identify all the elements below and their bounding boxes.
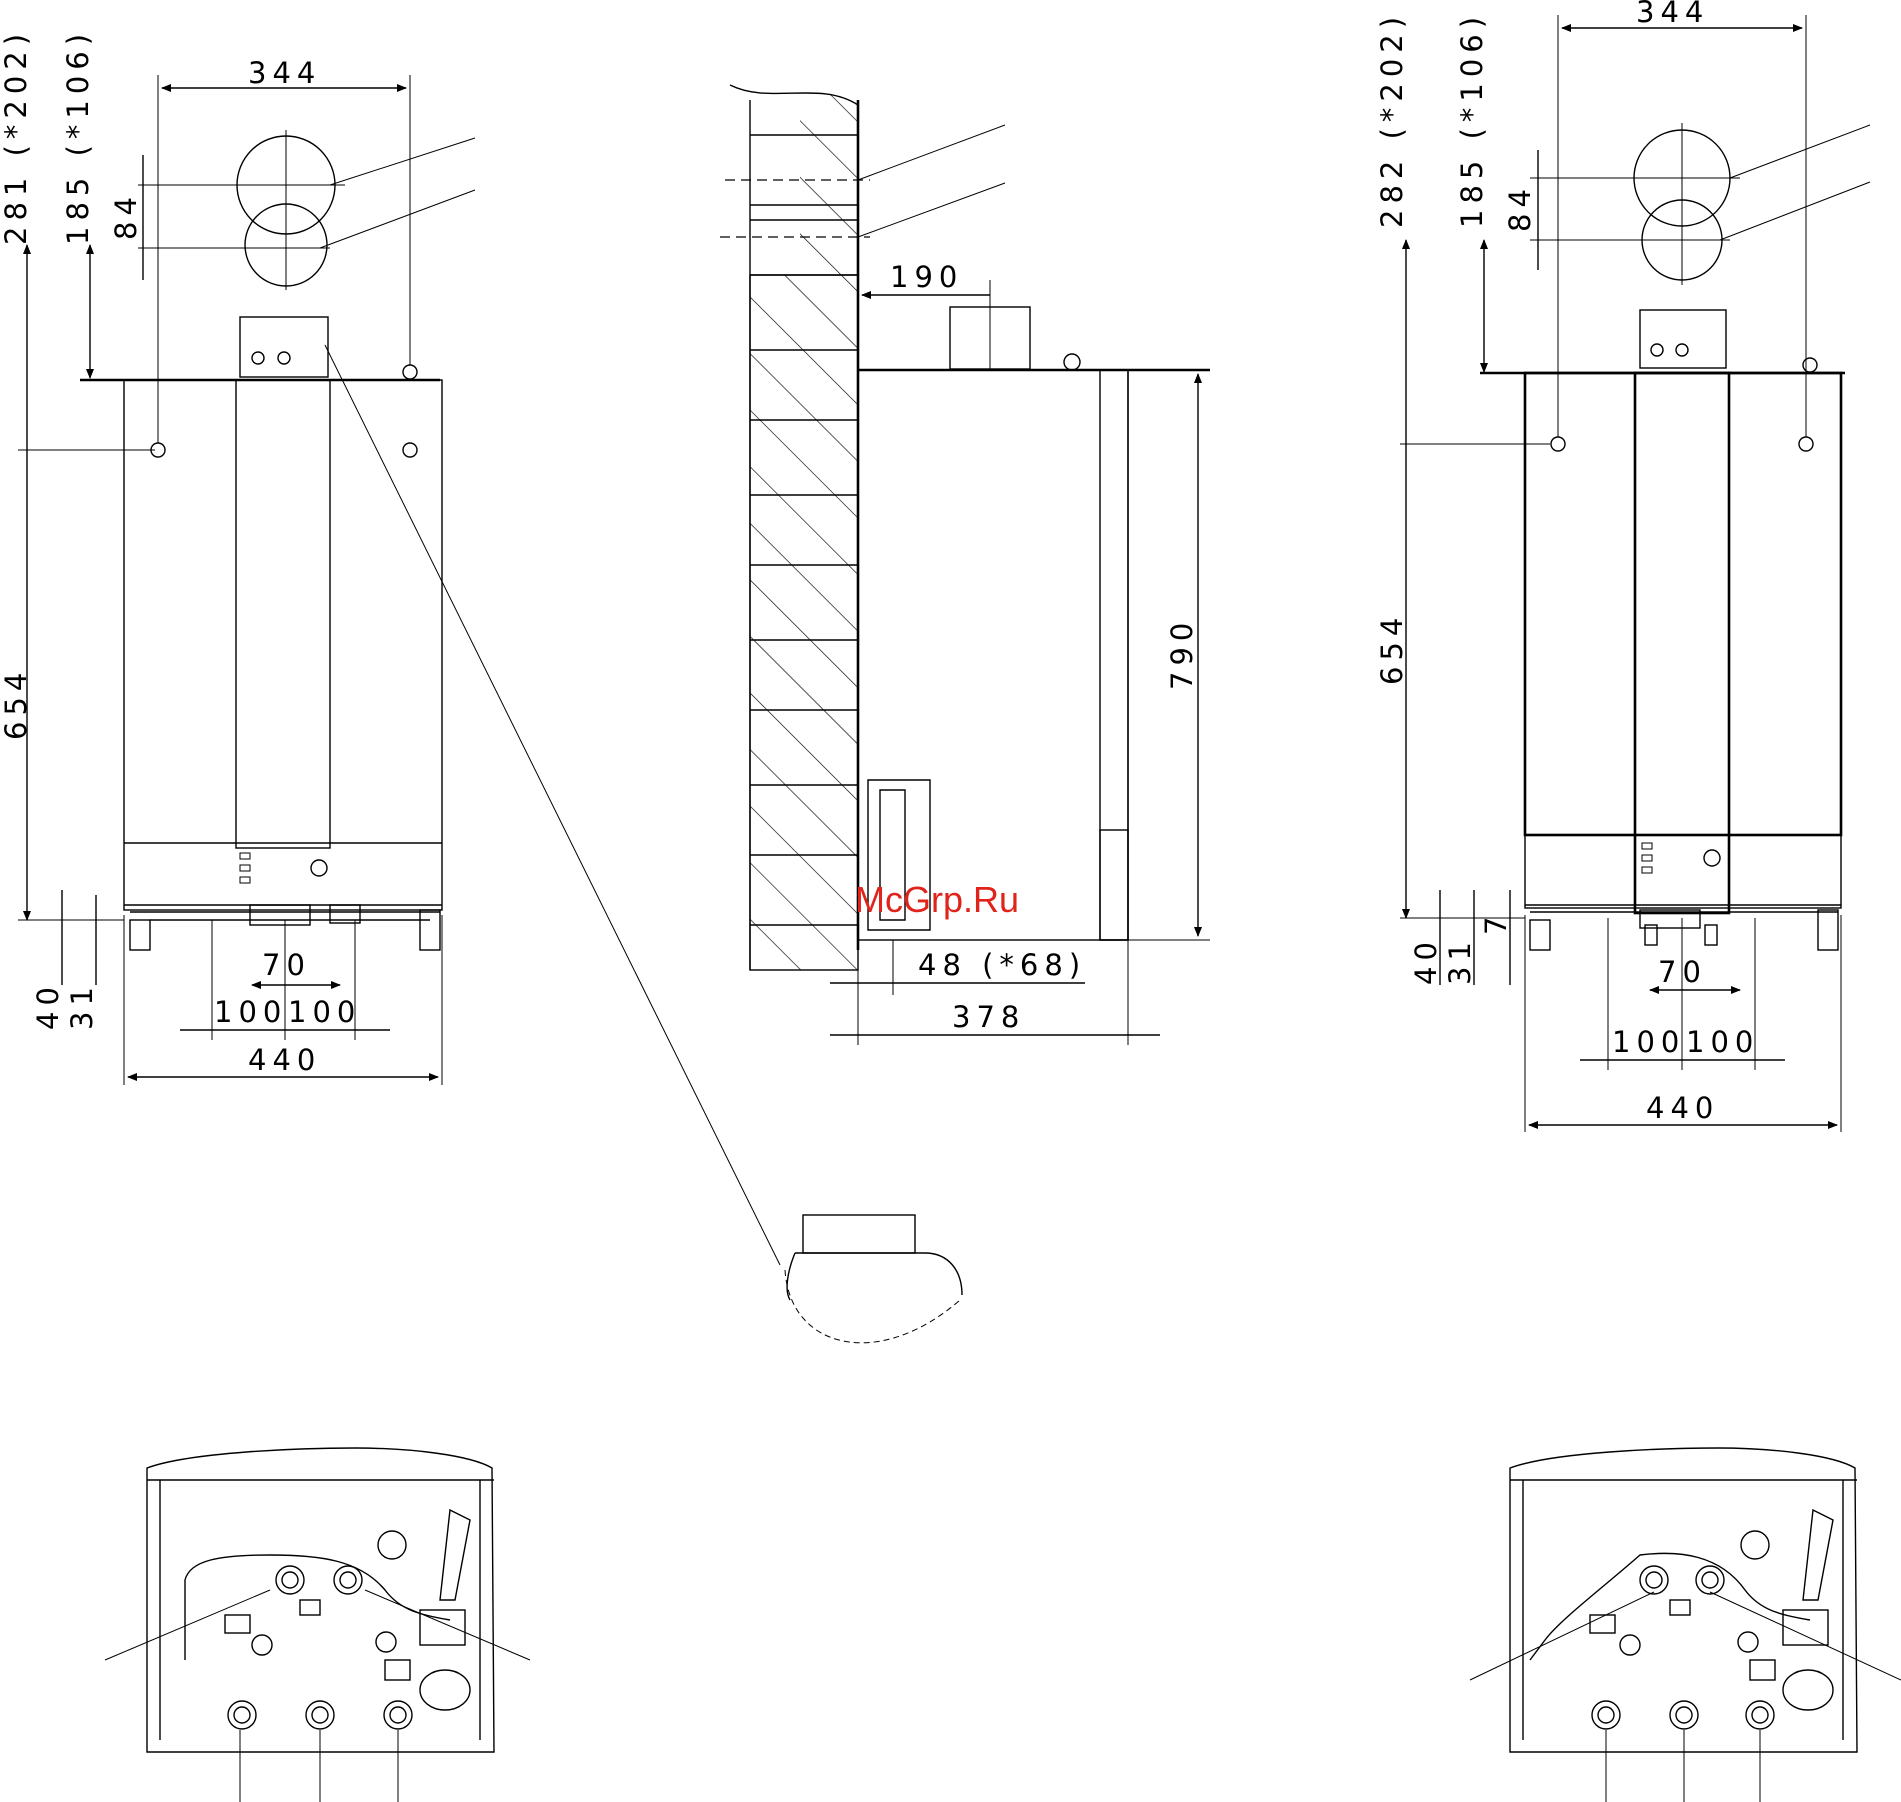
dim-654-left: 654: [0, 667, 33, 740]
dim-282-right: 282 (*202): [1375, 11, 1409, 228]
dim-378: 378: [952, 1000, 1025, 1034]
dim-344-left: 344: [248, 56, 321, 90]
dim-185-left: 185 (*106): [61, 28, 95, 245]
dim-281-left: 281 (*202): [0, 28, 33, 245]
watermark: McGrp.Ru: [855, 879, 1019, 920]
dim-48: 48 (*68): [918, 948, 1086, 982]
boiler-side: [858, 370, 1128, 940]
dim-70-right: 70: [1658, 955, 1707, 989]
dim-440-left: 440: [248, 1043, 321, 1077]
dim-70-left: 70: [262, 948, 311, 982]
dim-84-right: 84: [1503, 183, 1537, 232]
dim-100b-right: 100: [1686, 1025, 1759, 1059]
dim-7-right: 7: [1479, 911, 1513, 935]
dim-100a-left: 100: [214, 995, 287, 1029]
wall: [750, 275, 858, 970]
dim-84-left: 84: [109, 191, 143, 240]
dim-100a-right: 100: [1612, 1025, 1685, 1059]
dim-654-right: 654: [1375, 612, 1409, 685]
boiler-body: [124, 380, 442, 910]
flue-detail: [785, 1215, 962, 1343]
bottom-view-left: [105, 1448, 530, 1802]
dim-185-right: 185 (*106): [1455, 11, 1489, 228]
dim-440-right: 440: [1646, 1091, 1719, 1125]
bottom-view-right: [1470, 1448, 1901, 1802]
side-view: 190 790 48 (*68) 378 McGrp.Ru: [720, 85, 1210, 1045]
dim-790: 790: [1165, 617, 1199, 690]
dim-40-left: 40: [31, 981, 65, 1030]
dim-40-right: 40: [1409, 936, 1443, 985]
dim-31-left: 31: [65, 981, 99, 1030]
front-view-left: 344 281 (*202) 185 (*106) 84 654 40 31 7…: [0, 28, 780, 1265]
boiler-body-right: [1525, 373, 1841, 908]
front-panel: [236, 380, 330, 848]
front-view-right: 344 282 (*202) 185 (*106) 84 654 40 31 7…: [1375, 0, 1870, 1132]
dim-344-right: 344: [1636, 0, 1709, 29]
dim-31-right: 31: [1443, 936, 1477, 985]
dim-190: 190: [890, 260, 963, 294]
dim-100b-left: 100: [288, 995, 361, 1029]
